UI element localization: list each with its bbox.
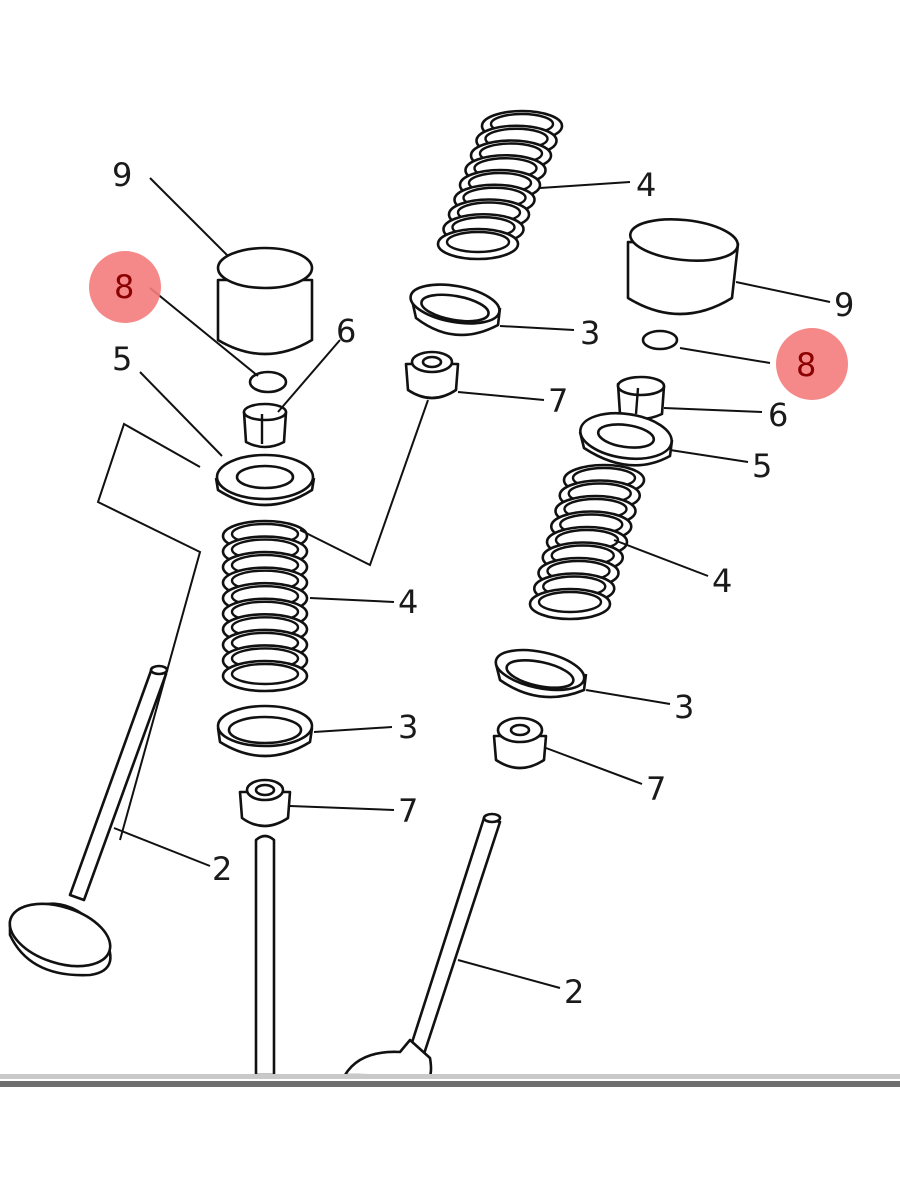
top-spring-seat [409,283,502,337]
label-right-6: 6 [768,396,788,434]
right-valve-spring [528,463,646,621]
bottom-frame-bar [0,1074,900,1087]
label-left-6: 6 [336,312,356,350]
label-right-7: 7 [646,770,666,808]
left-bracket-line [96,422,202,841]
label-left-2: 2 [212,850,232,888]
highlight-circle-left [89,251,161,323]
top-valve-spring [436,109,564,261]
spring-coil-inner [445,230,511,254]
label-left-8[interactable]: 8 [114,268,134,306]
label-left-9: 9 [112,156,132,194]
left-tappet-bucket [216,246,314,356]
left-stem-seal [238,778,292,828]
label-left-5: 5 [112,340,132,378]
left-valve [8,664,169,977]
spring-coil [221,659,309,693]
label-top-3: 3 [580,314,600,352]
label-right-2: 2 [564,973,584,1011]
top-seal-leader [299,399,429,567]
spring-coil [436,227,520,261]
label-right-9: 9 [834,286,854,324]
label-right-4: 4 [712,562,732,600]
label-right-8[interactable]: 8 [796,346,816,384]
label-left-4: 4 [398,583,418,621]
left-valve-keepers [242,402,288,449]
right-tappet-bucket [626,218,740,316]
right-spring-retainer [578,411,674,467]
label-top-7: 7 [548,382,568,420]
left-spring-retainer [214,453,316,507]
label-left-7: 7 [398,792,418,830]
spring-coil-inner [537,590,603,614]
right-spring-seat [494,648,588,699]
left-spring-seat [216,704,314,758]
label-right-5: 5 [752,447,772,485]
right-valve [343,812,502,1078]
top-stem-seal [404,350,460,400]
spring-coil [528,587,612,621]
center-valve-stem [254,834,276,1077]
leader-lines [113,177,831,989]
label-top-4: 4 [636,166,656,204]
right-shim [641,329,679,351]
label-left-3: 3 [398,708,418,746]
right-valve-keepers [616,375,666,421]
label-right-3: 3 [674,688,694,726]
highlight-circle-right [776,328,848,400]
right-stem-seal [492,716,548,770]
left-valve-spring [221,519,309,693]
left-shim [248,370,288,394]
spring-coil-inner [230,662,300,686]
